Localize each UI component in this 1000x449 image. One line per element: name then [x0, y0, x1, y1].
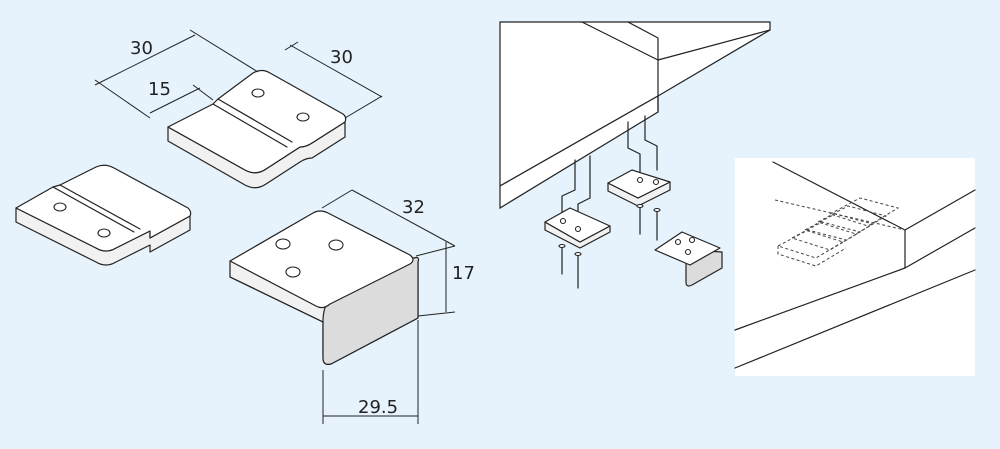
- dim-clip-a-width: 30: [130, 38, 153, 59]
- assembly-installed-view: [734, 158, 976, 376]
- dim-clip-a-offset: 15: [148, 79, 171, 100]
- dim-angle-height: 17: [452, 263, 475, 284]
- dim-angle-depth: 29.5: [358, 397, 398, 418]
- inset-panel: [735, 158, 975, 376]
- assembly-exploded-view: [499, 21, 771, 289]
- clip-b-drawing: [15, 164, 192, 266]
- angle-bracket-drawing: [229, 189, 456, 424]
- dim-clip-a-depth: 30: [330, 47, 353, 68]
- dim-angle-width: 32: [402, 197, 425, 218]
- clip-a-drawing: [94, 29, 383, 189]
